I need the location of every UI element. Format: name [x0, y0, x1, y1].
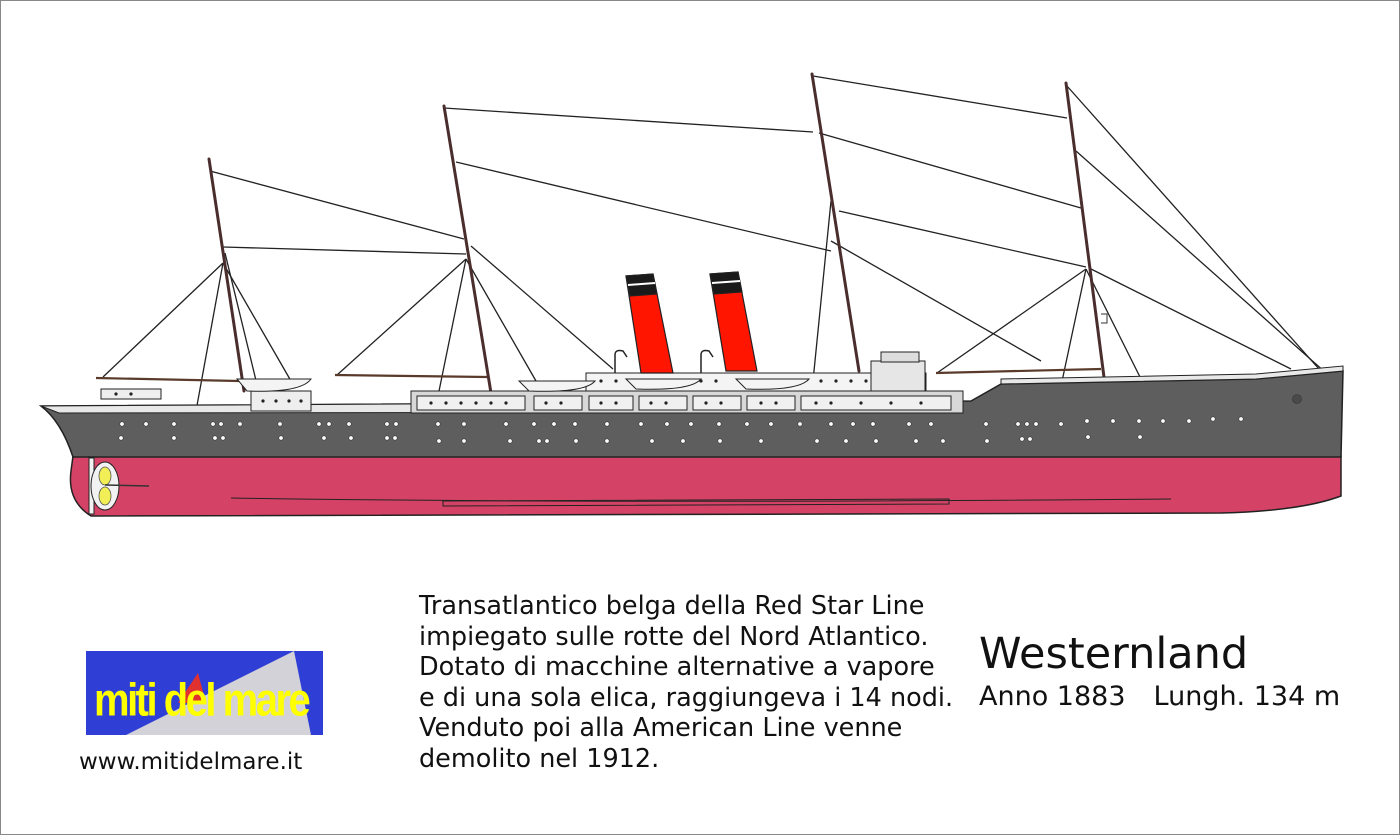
ship-description: Transatlantico belga della Red Star Line…: [419, 591, 979, 774]
sail-icon: [126, 651, 311, 735]
description-line: e di una sola elica, raggiungeva i 14 no…: [419, 682, 954, 713]
ship-length: Lungh. 134 m: [1153, 681, 1341, 712]
ship-specs: Anno 1883 Lungh. 134 m: [979, 681, 1340, 712]
ship-year: Anno 1883: [979, 681, 1126, 712]
lifeboats: [235, 378, 811, 392]
description-line: demolito nel 1912.: [419, 743, 660, 774]
ship-illustration: [38, 72, 1344, 517]
description-line: Dotato di macchine alternative a vapore: [419, 652, 935, 682]
logo-text: miti del mare: [94, 675, 311, 726]
propeller-icon: [88, 457, 150, 515]
ship-name: Westernland: [979, 629, 1249, 679]
description-line: Venduto poi alla American Line venne: [419, 713, 903, 743]
description-line: impiegato sulle rotte del Nord Atlantico…: [419, 621, 929, 652]
masts: [207, 72, 1107, 395]
rigging: [102, 75, 1327, 412]
funnels: [625, 271, 758, 374]
booms: [95, 367, 1102, 383]
superstructure: [100, 351, 964, 414]
portholes: [118, 394, 1302, 444]
website-link[interactable]: www.mitidelmare.it: [79, 749, 303, 775]
hull-lower: [69, 455, 1342, 517]
logo[interactable]: miti del mare: [86, 651, 323, 735]
description-line: Transatlantico belga della Red Star Line: [419, 591, 925, 621]
